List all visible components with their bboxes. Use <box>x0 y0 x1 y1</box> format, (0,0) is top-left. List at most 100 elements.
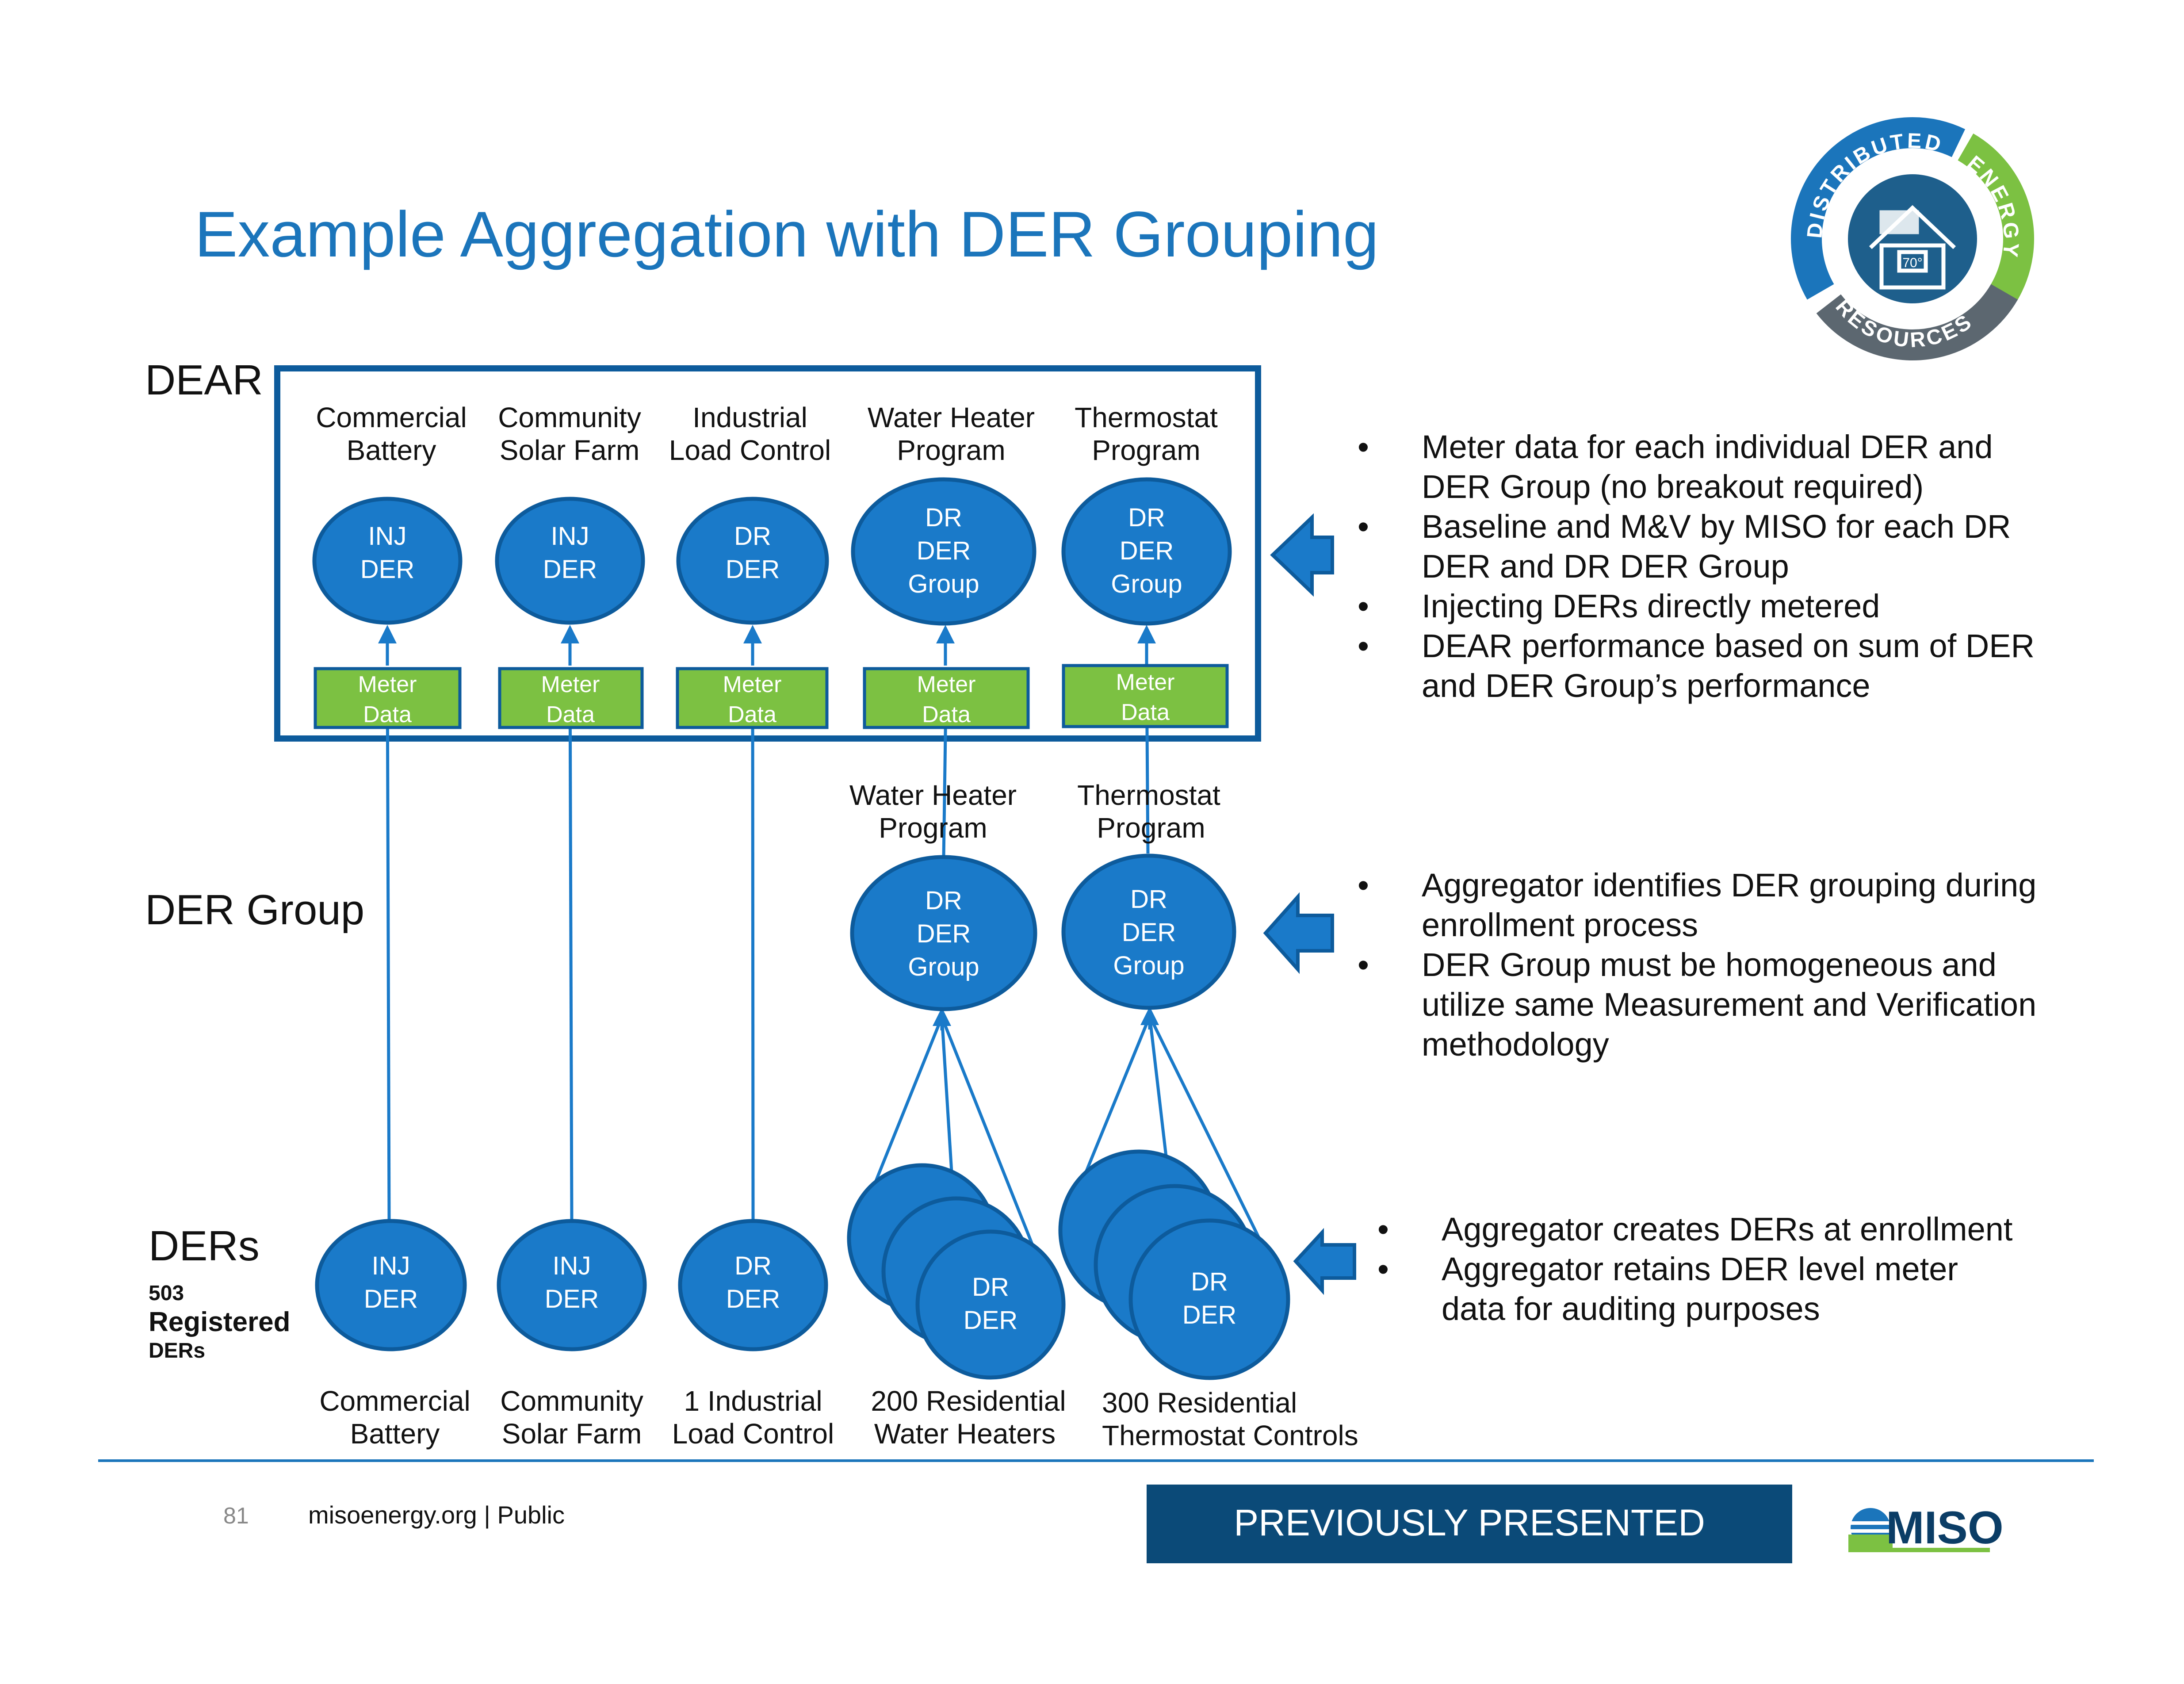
dear-title-line: Thermostat <box>1075 402 1218 433</box>
meter-box-line: Data <box>363 702 412 727</box>
dear-title-line: Load Control <box>669 434 831 466</box>
der-circle-line: DR <box>734 1252 772 1280</box>
der-cluster-circle <box>915 1229 1066 1380</box>
bullet-line: Baseline and M&V by MISO for each DR <box>1422 508 2011 545</box>
slide-title: Example Aggregation with DER Grouping <box>195 198 1379 270</box>
dear-circle-line: DR <box>1128 503 1165 532</box>
meter-box-line: Data <box>728 702 776 727</box>
bullet-line: methodology <box>1422 1026 1609 1063</box>
dear-box <box>274 365 1261 742</box>
dear-circle-shape <box>1061 477 1232 626</box>
bullet-line: enrollment process <box>1422 907 1698 943</box>
bullet-line: Aggregator creates DERs at enrollment <box>1442 1211 2013 1248</box>
banner-shape <box>1147 1485 1792 1563</box>
left-arrow-group <box>1263 892 1334 974</box>
dear-title: Commercial Battery <box>316 402 467 466</box>
der-caption-line: 1 Industrial <box>684 1385 822 1417</box>
der-circle-line: DR <box>972 1273 1009 1301</box>
dear-title: Water Heater Program <box>868 402 1035 466</box>
dear-circle-line: DER <box>726 555 780 584</box>
bullet-mark: • <box>1358 429 1369 465</box>
fan-line <box>1148 1015 1262 1241</box>
bullet-mark: • <box>1358 508 1369 545</box>
logo-thermo: 70° <box>1902 256 1922 270</box>
bullet-line: DER Group (no breakout required) <box>1422 468 1924 505</box>
miso-wordmark: MISO <box>1886 1502 2004 1554</box>
der-circle-line: DER <box>545 1285 599 1313</box>
connector-line <box>568 671 574 1221</box>
bullet-mark: • <box>1358 628 1369 664</box>
miso-logo: MISO <box>1846 1502 2004 1554</box>
dear-circle-line: INJ <box>368 522 407 551</box>
der-caption-line: Community <box>500 1385 643 1417</box>
meter-box-line: Meter <box>1116 670 1175 695</box>
house-icon <box>1869 205 1956 290</box>
dear-title: Industrial Load Control <box>669 402 831 466</box>
der-circle: INJ DER <box>315 1219 467 1351</box>
dear-title-line: Community <box>498 402 641 433</box>
der-logo: DISTRIBUTED ENERGY RESOURCES 70° <box>1791 117 2034 360</box>
bullet-line: data for auditing purposes <box>1442 1290 1820 1327</box>
group-title-line: Program <box>1097 812 1205 844</box>
bullet-line: Aggregator retains DER level meter <box>1442 1251 1958 1287</box>
dear-circle-line: DR <box>734 522 771 551</box>
footer-rule <box>98 1459 2094 1462</box>
fan-line <box>940 1017 953 1172</box>
bullet-mark: • <box>1358 588 1369 624</box>
ders-count: 503 <box>149 1282 184 1305</box>
der-caption-line: Solar Farm <box>502 1418 642 1450</box>
left-arrow-ders <box>1293 1228 1356 1295</box>
dear-circle-shape <box>676 497 829 625</box>
dear-title-line: Water Heater <box>868 402 1035 433</box>
der-cluster-circle <box>1128 1218 1290 1380</box>
fan-line <box>872 1016 944 1188</box>
dear-circle: INJ DER <box>312 497 463 625</box>
dear-title: Thermostat Program <box>1075 402 1218 466</box>
der-caption-line: Water Heaters <box>874 1418 1056 1450</box>
bullet-line: DEAR performance based on sum of DER <box>1422 628 2035 664</box>
meter-box-shape <box>676 667 829 729</box>
banner-text: PREVIOUSLY PRESENTED <box>1234 1502 1705 1543</box>
meter-box-shape <box>1062 664 1229 728</box>
der-circle-line: DR <box>1191 1267 1228 1296</box>
ders-registered: Registered <box>149 1307 290 1337</box>
der-caption: 300 Residential Thermostat Controls <box>1102 1387 1358 1451</box>
dear-circle-line: DER <box>543 555 597 584</box>
der-circle-line: INJ <box>372 1252 410 1280</box>
meter-box-line: Meter <box>541 672 600 697</box>
dear-title-line: Program <box>1092 434 1200 466</box>
dear-circle: DR DER Group <box>1061 477 1232 626</box>
meter-box-line: Data <box>922 702 971 727</box>
bullet-line: Injecting DERs directly metered <box>1422 588 1880 624</box>
group-title: Thermostat Program <box>1077 779 1220 844</box>
group-title: Water Heater Program <box>849 779 1017 844</box>
der-caption: Commercial Battery <box>319 1385 470 1450</box>
dear-title-line: Commercial <box>316 402 467 433</box>
bullets-dear: • Meter data for each individual DER and… <box>1358 429 2035 704</box>
der-caption: Community Solar Farm <box>500 1385 643 1450</box>
dear-circle-line: DER <box>917 536 971 565</box>
dear-circle: DR DER Group <box>851 477 1037 626</box>
level-label-ders: DERs <box>149 1222 260 1270</box>
bullet-mark: • <box>1358 867 1369 903</box>
dear-circle-shape <box>312 497 463 625</box>
meter-box-shape <box>498 667 644 729</box>
meter-box-line: Meter <box>723 672 782 697</box>
der-caption-line: 200 Residential <box>871 1385 1066 1417</box>
connector-line <box>386 671 391 1221</box>
dear-circle-line: INJ <box>551 522 589 551</box>
meter-data-box: Meter Data <box>498 667 644 729</box>
group-circle-shape <box>850 855 1037 1011</box>
dear-circle: INJ DER <box>495 497 645 625</box>
group-title-line: Program <box>879 812 987 844</box>
group-circle-line: DR <box>925 886 962 915</box>
der-caption-line: Battery <box>350 1418 440 1450</box>
der-caption-line: Load Control <box>672 1418 834 1450</box>
meter-box-line: Meter <box>917 672 976 697</box>
der-caption-line: Commercial <box>319 1385 470 1417</box>
dear-circle-shape <box>851 477 1037 626</box>
meter-data-box: Meter Data <box>314 667 462 729</box>
fan-line <box>940 1016 1037 1252</box>
bullet-mark: • <box>1377 1211 1389 1248</box>
